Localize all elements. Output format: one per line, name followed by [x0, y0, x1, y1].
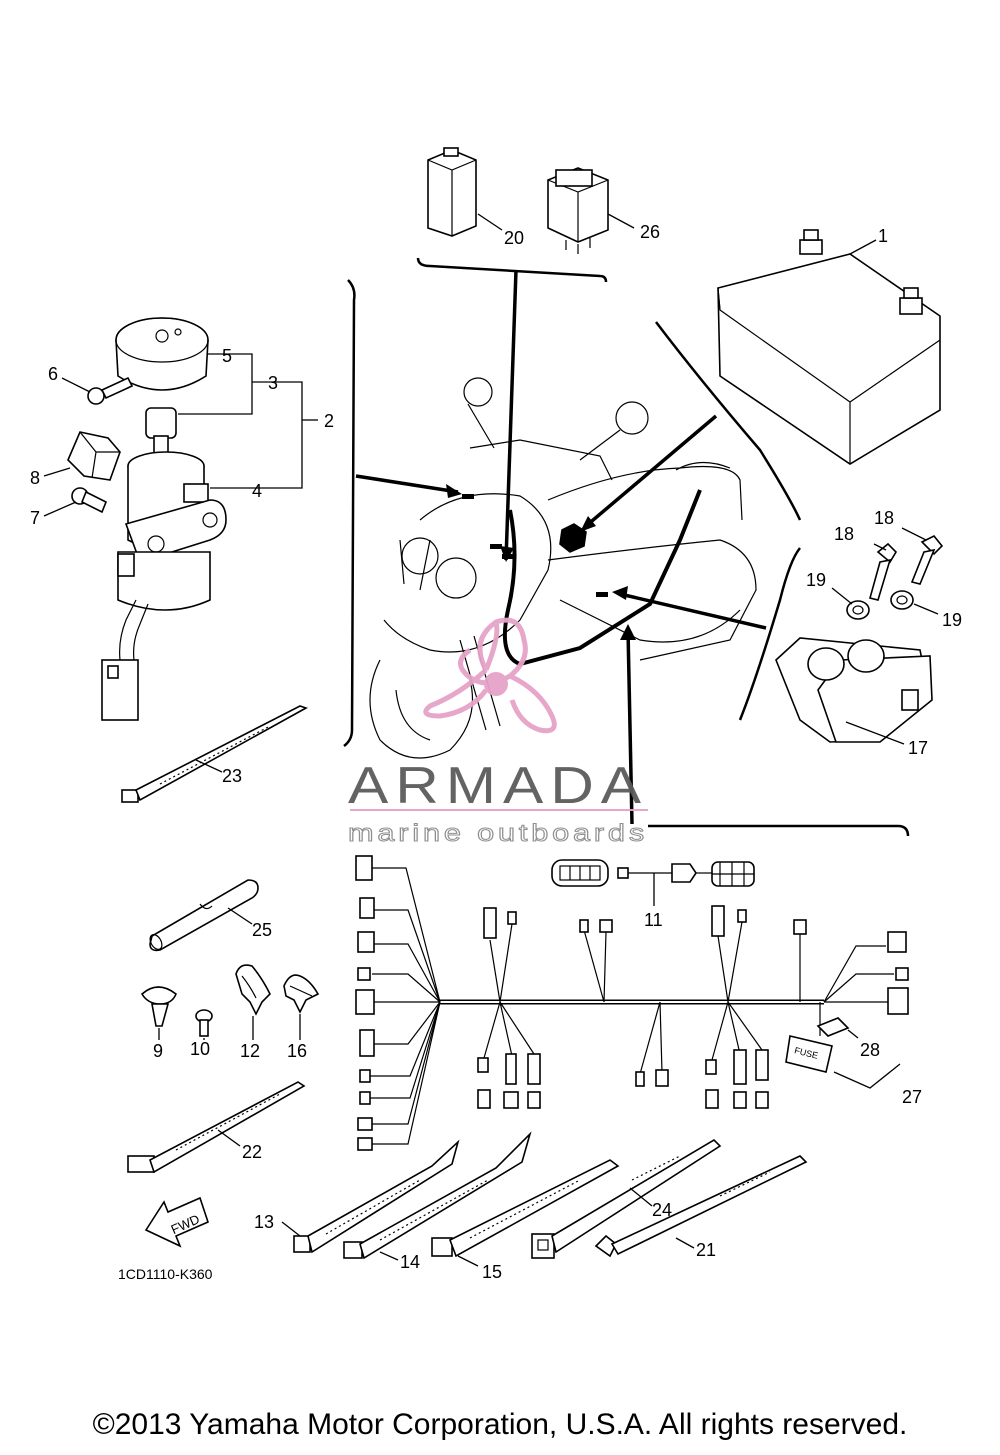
push-rivet[interactable]	[140, 986, 177, 1027]
callout-13: 13	[254, 1212, 274, 1232]
fuse-box-bolt-left[interactable]	[869, 542, 898, 601]
protector-tube[interactable]	[148, 879, 259, 952]
callout-16: 16	[287, 1041, 307, 1061]
main-switch-body[interactable]	[101, 451, 227, 721]
callout-15: 15	[482, 1262, 502, 1282]
cable-tie-24[interactable]	[531, 1138, 722, 1259]
callout-27: 27	[902, 1087, 922, 1107]
callout-14: 14	[400, 1252, 420, 1272]
callout-24: 24	[652, 1200, 672, 1220]
watermark: ARMADA marine outboards	[348, 617, 648, 848]
cable-tie-23[interactable]	[121, 705, 308, 803]
callout-19b: 19	[942, 610, 962, 630]
diagram-code: 1CD1110-K360	[118, 1266, 213, 1282]
fuse[interactable]	[816, 1017, 850, 1037]
callout-8: 8	[30, 468, 40, 488]
watermark-logo-icon	[423, 617, 557, 734]
callout-18a: 18	[834, 524, 854, 544]
fuse-box[interactable]	[775, 637, 933, 743]
callout-1: 1	[878, 226, 888, 246]
callout-28: 28	[860, 1040, 880, 1060]
mounting-bolt[interactable]	[71, 487, 108, 514]
cable-tie-22[interactable]	[127, 1081, 306, 1174]
clamp-16[interactable]	[283, 974, 320, 1014]
fuse-box-bolt-right[interactable]	[910, 534, 944, 585]
callout-11: 11	[644, 910, 663, 930]
callout-17: 17	[908, 738, 928, 758]
callout-4: 4	[252, 481, 262, 501]
copyright-notice: ©2013 Yamaha Motor Corporation, U.S.A. A…	[92, 1408, 908, 1441]
cable-tie-15[interactable]	[431, 1159, 620, 1258]
callout-25: 25	[252, 920, 272, 940]
callout-22: 22	[242, 1142, 262, 1162]
main-switch-cap[interactable]	[115, 317, 209, 391]
washer-left[interactable]	[846, 600, 870, 620]
cable-tie-13[interactable]	[293, 1139, 460, 1254]
fuse-holder[interactable]: FUSE	[785, 1035, 833, 1073]
clamp-12[interactable]	[235, 964, 271, 1016]
screw[interactable]	[195, 1009, 213, 1037]
callout-6: 6	[48, 364, 58, 384]
callout-12: 12	[240, 1041, 260, 1061]
cable-tie-14[interactable]	[343, 1131, 532, 1260]
cdi-unit[interactable]	[427, 147, 477, 237]
callout-3: 3	[268, 373, 278, 393]
callout-10: 10	[190, 1039, 210, 1059]
callout-20: 20	[504, 228, 524, 248]
rubber-bracket[interactable]	[67, 431, 121, 481]
sub-lead-coupler[interactable]	[551, 859, 755, 887]
callout-18b: 18	[874, 508, 894, 528]
callout-26: 26	[640, 222, 660, 242]
callout-7: 7	[30, 508, 40, 528]
washer-right[interactable]	[890, 590, 914, 610]
cable-tie-21[interactable]	[594, 1155, 808, 1258]
battery[interactable]	[717, 229, 941, 465]
cap-screw[interactable]	[87, 376, 134, 405]
callout-19a: 19	[806, 570, 826, 590]
callout-9: 9	[153, 1041, 163, 1061]
watermark-brand: ARMADA	[348, 757, 648, 815]
callout-5: 5	[222, 346, 232, 366]
scooter-reference	[369, 377, 757, 759]
starter-relay[interactable]	[547, 167, 609, 254]
forward-arrow: FWD	[144, 1196, 209, 1248]
callout-23: 23	[222, 766, 242, 786]
watermark-tagline: marine outboards	[348, 820, 648, 847]
wire-harness[interactable]	[355, 855, 909, 1151]
callout-2: 2	[324, 411, 334, 431]
callout-21: 21	[696, 1240, 716, 1260]
